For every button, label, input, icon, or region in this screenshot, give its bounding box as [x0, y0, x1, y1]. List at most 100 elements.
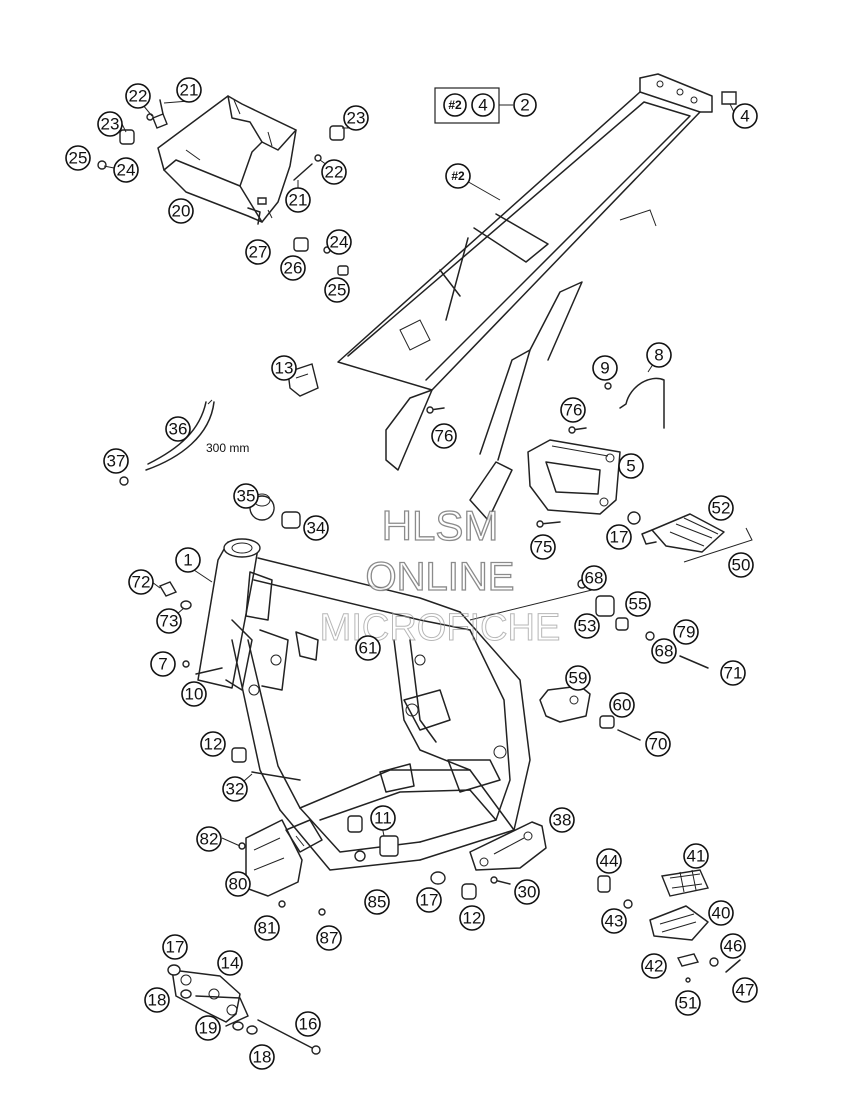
- callout-label: 7: [158, 655, 167, 674]
- callout-60: 60: [609, 692, 635, 718]
- svg-text:MICROFICHE: MICROFICHE: [320, 607, 561, 649]
- header-box: #2 4 2: [434, 87, 537, 124]
- callout-24a: 24: [113, 157, 139, 183]
- callout-87: 87: [316, 925, 342, 951]
- callout-label: 73: [160, 612, 179, 631]
- callout-5: 5: [618, 453, 644, 479]
- footrest-left-part: [597, 869, 741, 983]
- callout-52: 52: [708, 495, 734, 521]
- callout-label: 17: [610, 528, 629, 547]
- callout-85: 85: [364, 889, 390, 915]
- main-frame-part: [197, 538, 531, 871]
- callout-23a: 23: [97, 111, 123, 137]
- callout-12a: 12: [200, 731, 226, 757]
- callout-label: 24: [117, 161, 136, 180]
- callout-53: 53: [574, 613, 600, 639]
- callout-label: 13: [275, 359, 294, 378]
- callout-44: 44: [596, 848, 622, 874]
- callout-51: 51: [675, 990, 701, 1016]
- callout-80: 80: [225, 871, 251, 897]
- callout-68b: 68: [651, 638, 677, 664]
- svg-text:2: 2: [520, 96, 529, 115]
- callout-label: 38: [553, 811, 572, 830]
- callout-label: 53: [578, 617, 597, 636]
- callout-68a: 68: [581, 565, 607, 591]
- callout-26: 26: [280, 255, 306, 281]
- callout-73: 73: [156, 608, 182, 634]
- callout-label: 76: [435, 427, 454, 446]
- callout-label: 22: [129, 87, 148, 106]
- callout-8: 8: [646, 342, 672, 368]
- callout-79: 79: [673, 619, 699, 645]
- callout-label: 26: [284, 259, 303, 278]
- callout-42: 42: [641, 953, 667, 979]
- callout-36: 36: [165, 416, 191, 442]
- header-callout-hash: #2: [443, 93, 467, 117]
- callout-label: 23: [347, 109, 366, 128]
- callout-label: 75: [534, 538, 553, 557]
- callout-10: 10: [181, 681, 207, 707]
- callout-label: 24: [330, 233, 349, 252]
- callout-34: 34: [303, 515, 329, 541]
- skid-plate-hardware: [97, 99, 349, 276]
- callout-38: 38: [549, 807, 575, 833]
- callout-17a: 17: [606, 524, 632, 550]
- callout-label: 50: [732, 556, 751, 575]
- callout-25a: 25: [65, 145, 91, 171]
- linkage-part: [167, 964, 321, 1055]
- callout-label: 23: [101, 115, 120, 134]
- bracket-part: [527, 439, 621, 515]
- callout-label: 21: [289, 191, 308, 210]
- callout-label: 18: [148, 991, 167, 1010]
- callout-label: 34: [307, 519, 326, 538]
- skid-plate-part: [157, 95, 297, 225]
- header-callout-a: 4: [471, 93, 495, 117]
- callout-30: 30: [514, 879, 540, 905]
- svg-text:ONLINE: ONLINE: [366, 555, 515, 599]
- callout-label: 55: [629, 595, 648, 614]
- callout-label: 30: [518, 883, 537, 902]
- callout-label: 27: [249, 243, 268, 262]
- callout-label: 71: [724, 664, 743, 683]
- callout-label: 32: [226, 780, 245, 799]
- measurement-note: 300 mm: [206, 441, 249, 455]
- svg-text:#2: #2: [448, 98, 462, 112]
- callout-label: 43: [605, 912, 624, 931]
- callout-32: 32: [222, 776, 248, 802]
- callout-71: 71: [720, 660, 746, 686]
- callout-17c: 17: [162, 934, 188, 960]
- callout-label: 60: [613, 696, 632, 715]
- callout-label: 17: [420, 891, 439, 910]
- pedal-plate-part: [539, 685, 641, 741]
- callout-11: 11: [370, 805, 396, 831]
- callout-label: 18: [253, 1048, 272, 1067]
- callout-70: 70: [645, 731, 671, 757]
- callout-label: 68: [655, 642, 674, 661]
- callout-75: 75: [530, 534, 556, 560]
- callout-label: 51: [679, 994, 698, 1013]
- callout-label: 82: [200, 830, 219, 849]
- callout-72: 72: [128, 569, 154, 595]
- callout-25b: 25: [324, 277, 350, 303]
- callout-label: 80: [229, 875, 248, 894]
- callout-16: 16: [295, 1011, 321, 1037]
- callout-hash2: #2: [445, 163, 471, 189]
- callout-43: 43: [601, 908, 627, 934]
- plug-part: [721, 91, 737, 105]
- callout-46: 46: [720, 933, 746, 959]
- callout-label: 4: [740, 107, 749, 126]
- callout-61: 61: [355, 635, 381, 661]
- callout-label: #2: [451, 169, 465, 183]
- callout-76b: 76: [431, 423, 457, 449]
- callout-label: 25: [328, 281, 347, 300]
- callout-label: 42: [645, 957, 664, 976]
- callout-27: 27: [245, 239, 271, 265]
- callout-label: 17: [166, 938, 185, 957]
- callout-label: 11: [374, 809, 392, 828]
- callout-17b: 17: [416, 887, 442, 913]
- callout-label: 87: [320, 929, 339, 948]
- callout-9: 9: [592, 355, 618, 381]
- callout-label: 37: [107, 452, 126, 471]
